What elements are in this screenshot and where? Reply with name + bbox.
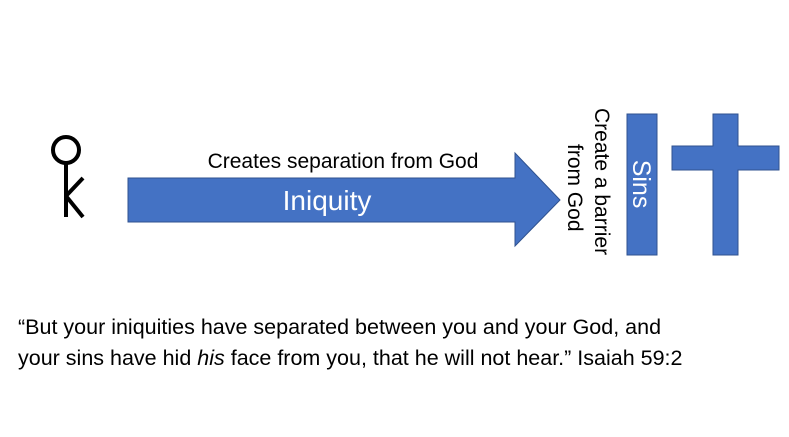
sins-barrier	[626, 113, 658, 256]
person-stick-figure-icon	[51, 135, 85, 219]
separation-label: Creates separation from God	[208, 150, 479, 173]
quote-reference: Isaiah 59:2	[571, 346, 683, 370]
cross-icon	[671, 113, 780, 256]
iniquity-arrow	[127, 151, 561, 248]
sins-barrier-label: Sins	[627, 160, 655, 209]
quote-line-1: “But your iniquities have separated betw…	[18, 315, 662, 339]
quote-line-2-end: face from you, that he will not hear.”	[224, 346, 572, 370]
barrier-label-line1: Create a barrier	[590, 108, 613, 255]
quote-line-2: your sins have hid his face from you, th…	[18, 343, 778, 374]
barrier-label-line2: from God	[563, 144, 586, 232]
scripture-quote: “But your iniquities have separated betw…	[18, 312, 778, 374]
quote-emphasis: his	[197, 346, 225, 370]
quote-line-2-start: your sins have hid	[18, 346, 198, 370]
iniquity-arrow-label: Iniquity	[283, 185, 372, 216]
